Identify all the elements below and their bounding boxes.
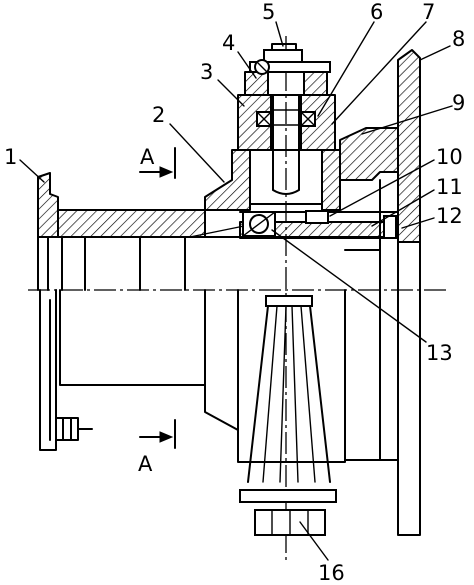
taper-base-plate: [239, 489, 337, 503]
hub-section: [57, 209, 399, 291]
part-label-12: 12: [436, 204, 463, 228]
part-label-2: 2: [152, 103, 165, 127]
part-label-8: 8: [452, 27, 465, 51]
part-13-ball: [249, 214, 269, 234]
part-label-10: 10: [436, 145, 463, 169]
part-labels: 1 2 3 4 5 6 7 8 9 10 11 12 13 16: [4, 0, 465, 585]
part-label-4: 4: [222, 31, 235, 55]
screw-head: [263, 49, 303, 63]
part-16-tapered-element: [239, 295, 337, 536]
part-5-screw: [249, 43, 331, 195]
screw-thread: [272, 109, 300, 126]
part-12-plug: [383, 215, 397, 239]
right-flange-lower-outline: [397, 241, 421, 536]
part-1-left-flange: [37, 172, 93, 451]
leader-lines: [19, 21, 453, 561]
part-label-6: 6: [370, 0, 383, 24]
leader-2: [169, 123, 225, 183]
part-8-right-flange: [344, 49, 421, 536]
bore-keyway: [139, 236, 186, 291]
leader-1: [19, 159, 45, 183]
taper-inner-lines: [262, 305, 316, 483]
leader-12: [401, 217, 435, 229]
left-flange-lower-outline: [39, 289, 57, 451]
part-label-13: 13: [426, 341, 453, 365]
part-label-1: 1: [4, 145, 17, 169]
right-flange-section: [397, 49, 421, 243]
leader-10: [329, 159, 435, 217]
part-2-housing: [204, 149, 341, 211]
leader-13: [271, 229, 427, 343]
taper-nut-facets: [271, 509, 309, 536]
leader-16: [299, 521, 329, 561]
section-label-top: A: [140, 145, 155, 169]
leader-9: [361, 105, 453, 135]
section-arrow-bottom-head: [159, 431, 174, 443]
leader-5: [275, 21, 284, 47]
locking-pin-mark: [256, 61, 268, 73]
lower-housing-outline: [237, 289, 346, 463]
part-label-16: 16: [318, 561, 345, 585]
leader-6: [317, 21, 375, 117]
part-10-insert: [305, 210, 329, 224]
section-arrow-top-head: [159, 166, 174, 178]
oil-channel: [189, 225, 245, 238]
leader-11: [371, 189, 435, 227]
flange-bolt: [55, 417, 93, 441]
part-3-block: [237, 94, 336, 151]
leader-8: [419, 45, 451, 61]
part-label-3: 3: [200, 60, 213, 84]
lower-body: [59, 289, 346, 463]
left-flange-section: [37, 172, 59, 238]
lower-body-outline: [59, 289, 239, 431]
section-marker-bottom: A: [138, 419, 176, 476]
nut-right: [303, 71, 328, 96]
screw-shank: [272, 94, 300, 195]
housing-left-wall: [204, 149, 251, 211]
housing-right-wall: [321, 149, 341, 211]
ball-seat-mark: [242, 211, 276, 237]
hub-wall-left: [57, 209, 206, 238]
leader-3: [217, 79, 245, 107]
bore-outline: [57, 236, 399, 291]
parts-6-7-bearings: [256, 111, 316, 127]
left-flange-upper-outline: [37, 236, 49, 291]
part-label-11: 11: [436, 175, 463, 199]
part-7-bearing-cross: [300, 111, 316, 127]
taper-outer-lines: [247, 305, 331, 483]
nut-left: [244, 71, 269, 96]
screw-head-top: [271, 43, 297, 51]
right-flange-inner: [344, 179, 399, 461]
section-marker-top: A: [139, 145, 176, 179]
part-label-9: 9: [452, 91, 465, 115]
part-4-nut: [244, 71, 328, 96]
taper-top-cap: [265, 295, 313, 307]
part-6-bearing-cross: [256, 111, 272, 127]
leader-7: [331, 21, 427, 125]
part-label-7: 7: [422, 0, 435, 24]
part-9-collar: [339, 127, 399, 181]
part-label-5: 5: [262, 0, 275, 24]
leader-4: [237, 51, 257, 79]
section-label-bottom: A: [138, 452, 153, 476]
